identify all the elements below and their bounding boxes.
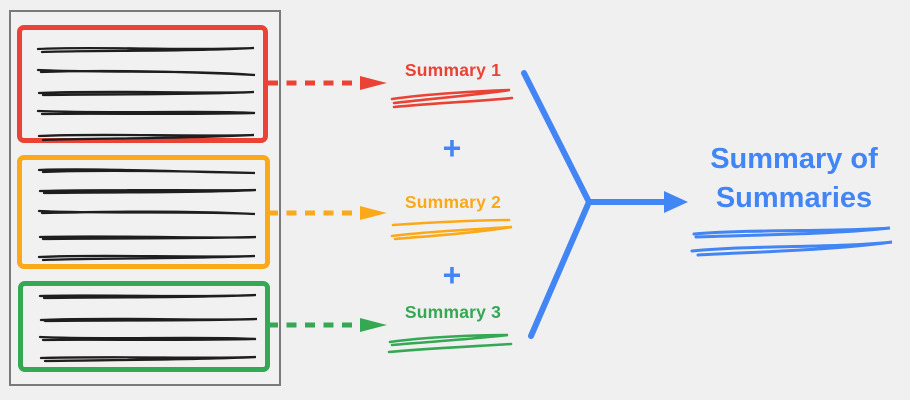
result-scribble <box>690 226 893 257</box>
document-section-green <box>18 281 270 372</box>
dashed-arrow-head <box>360 206 387 220</box>
merge-arrow-icon <box>521 70 688 339</box>
plus-operator: + <box>442 130 462 166</box>
document-section-orange <box>17 155 270 269</box>
text-scribble-line <box>38 335 257 342</box>
summary-3-scribble <box>387 333 513 354</box>
text-scribble-line <box>38 235 257 241</box>
merge-arrow-head <box>664 191 688 213</box>
text-scribble-line <box>37 209 256 216</box>
text-scribble-line <box>36 68 256 77</box>
dashed-arrow-head <box>360 76 387 90</box>
text-scribble-line <box>36 109 256 116</box>
text-scribble-line <box>38 293 257 300</box>
text-scribble-line <box>36 46 255 54</box>
summary-2-label: Summary 2 <box>404 192 502 212</box>
dashed-arrow-head <box>360 318 387 332</box>
document-section-red <box>17 25 268 143</box>
summary-2-scribble <box>390 218 513 241</box>
text-scribble-line <box>37 254 256 262</box>
summary-3-label: Summary 3 <box>404 302 502 322</box>
merge-branch-top <box>521 70 669 205</box>
summary-1-label: Summary 1 <box>404 60 502 80</box>
dashed-arrow-orange-icon <box>268 206 387 220</box>
text-scribble-line <box>39 355 257 363</box>
merge-branch-bottom <box>528 199 592 339</box>
dashed-arrow-red-icon <box>268 76 387 90</box>
plus-operator: + <box>442 257 462 293</box>
document-box <box>9 10 281 386</box>
result-title: Summary of Summaries <box>710 143 878 214</box>
dashed-arrow-green-icon <box>268 318 387 332</box>
text-scribble-line <box>39 317 258 323</box>
text-scribble-line <box>38 188 257 195</box>
text-scribble-line <box>37 90 255 97</box>
summary-1-scribble <box>390 88 514 109</box>
text-scribble-line <box>37 133 255 142</box>
text-scribble-line <box>37 168 256 175</box>
